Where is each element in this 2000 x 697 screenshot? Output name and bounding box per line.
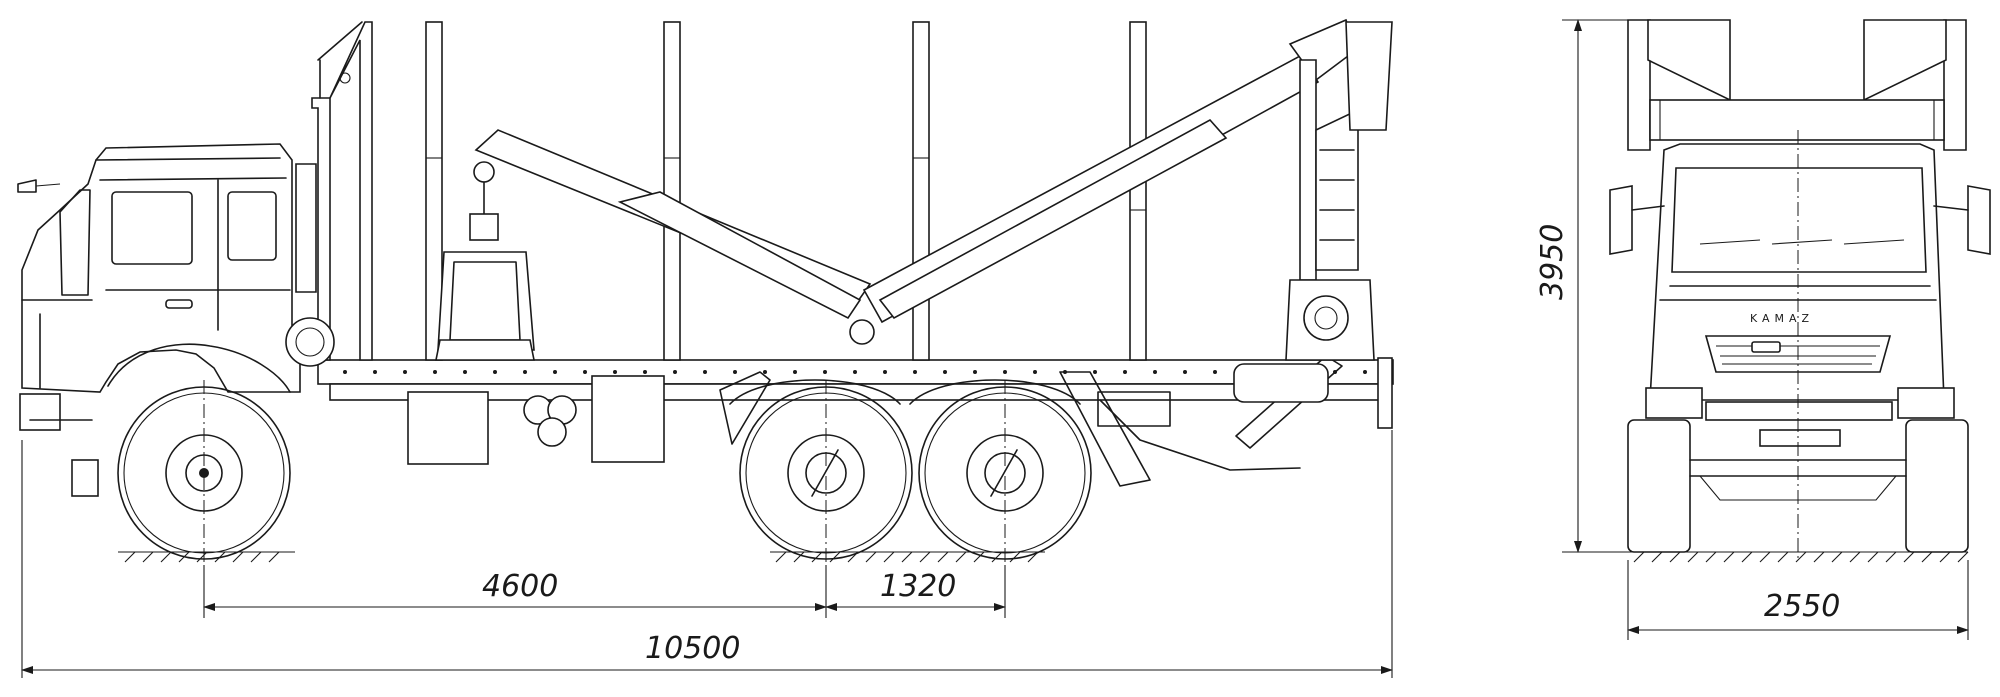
rear-wheel-1 bbox=[739, 380, 913, 612]
headboard bbox=[311, 21, 373, 361]
side-dimensions: 4600 1320 10500 bbox=[21, 430, 1393, 678]
front-dimensions: 3950 2550 bbox=[1535, 19, 1969, 640]
log-stanchions bbox=[425, 21, 1147, 361]
cab bbox=[17, 143, 335, 497]
dim-label-10500: 10500 bbox=[645, 631, 740, 666]
dim-label-4600: 4600 bbox=[482, 569, 558, 604]
dim-label-1320: 1320 bbox=[880, 569, 956, 604]
grapple bbox=[435, 161, 535, 361]
front-cab: KAMAZ bbox=[1609, 143, 1991, 447]
dim-label-2550: 2550 bbox=[1764, 589, 1840, 624]
front-stakes bbox=[1627, 19, 1967, 151]
front-view-wheels bbox=[1627, 419, 1969, 553]
front-wheel bbox=[117, 380, 291, 612]
side-view bbox=[17, 18, 1394, 612]
crane-boom bbox=[474, 18, 1393, 361]
under-chassis-equipment bbox=[407, 355, 1343, 487]
front-brand-label: KAMAZ bbox=[1750, 312, 1814, 325]
dim-label-3950: 3950 bbox=[1535, 224, 1570, 300]
front-view: KAMAZ bbox=[1609, 19, 1991, 563]
mudguards bbox=[107, 343, 1081, 405]
